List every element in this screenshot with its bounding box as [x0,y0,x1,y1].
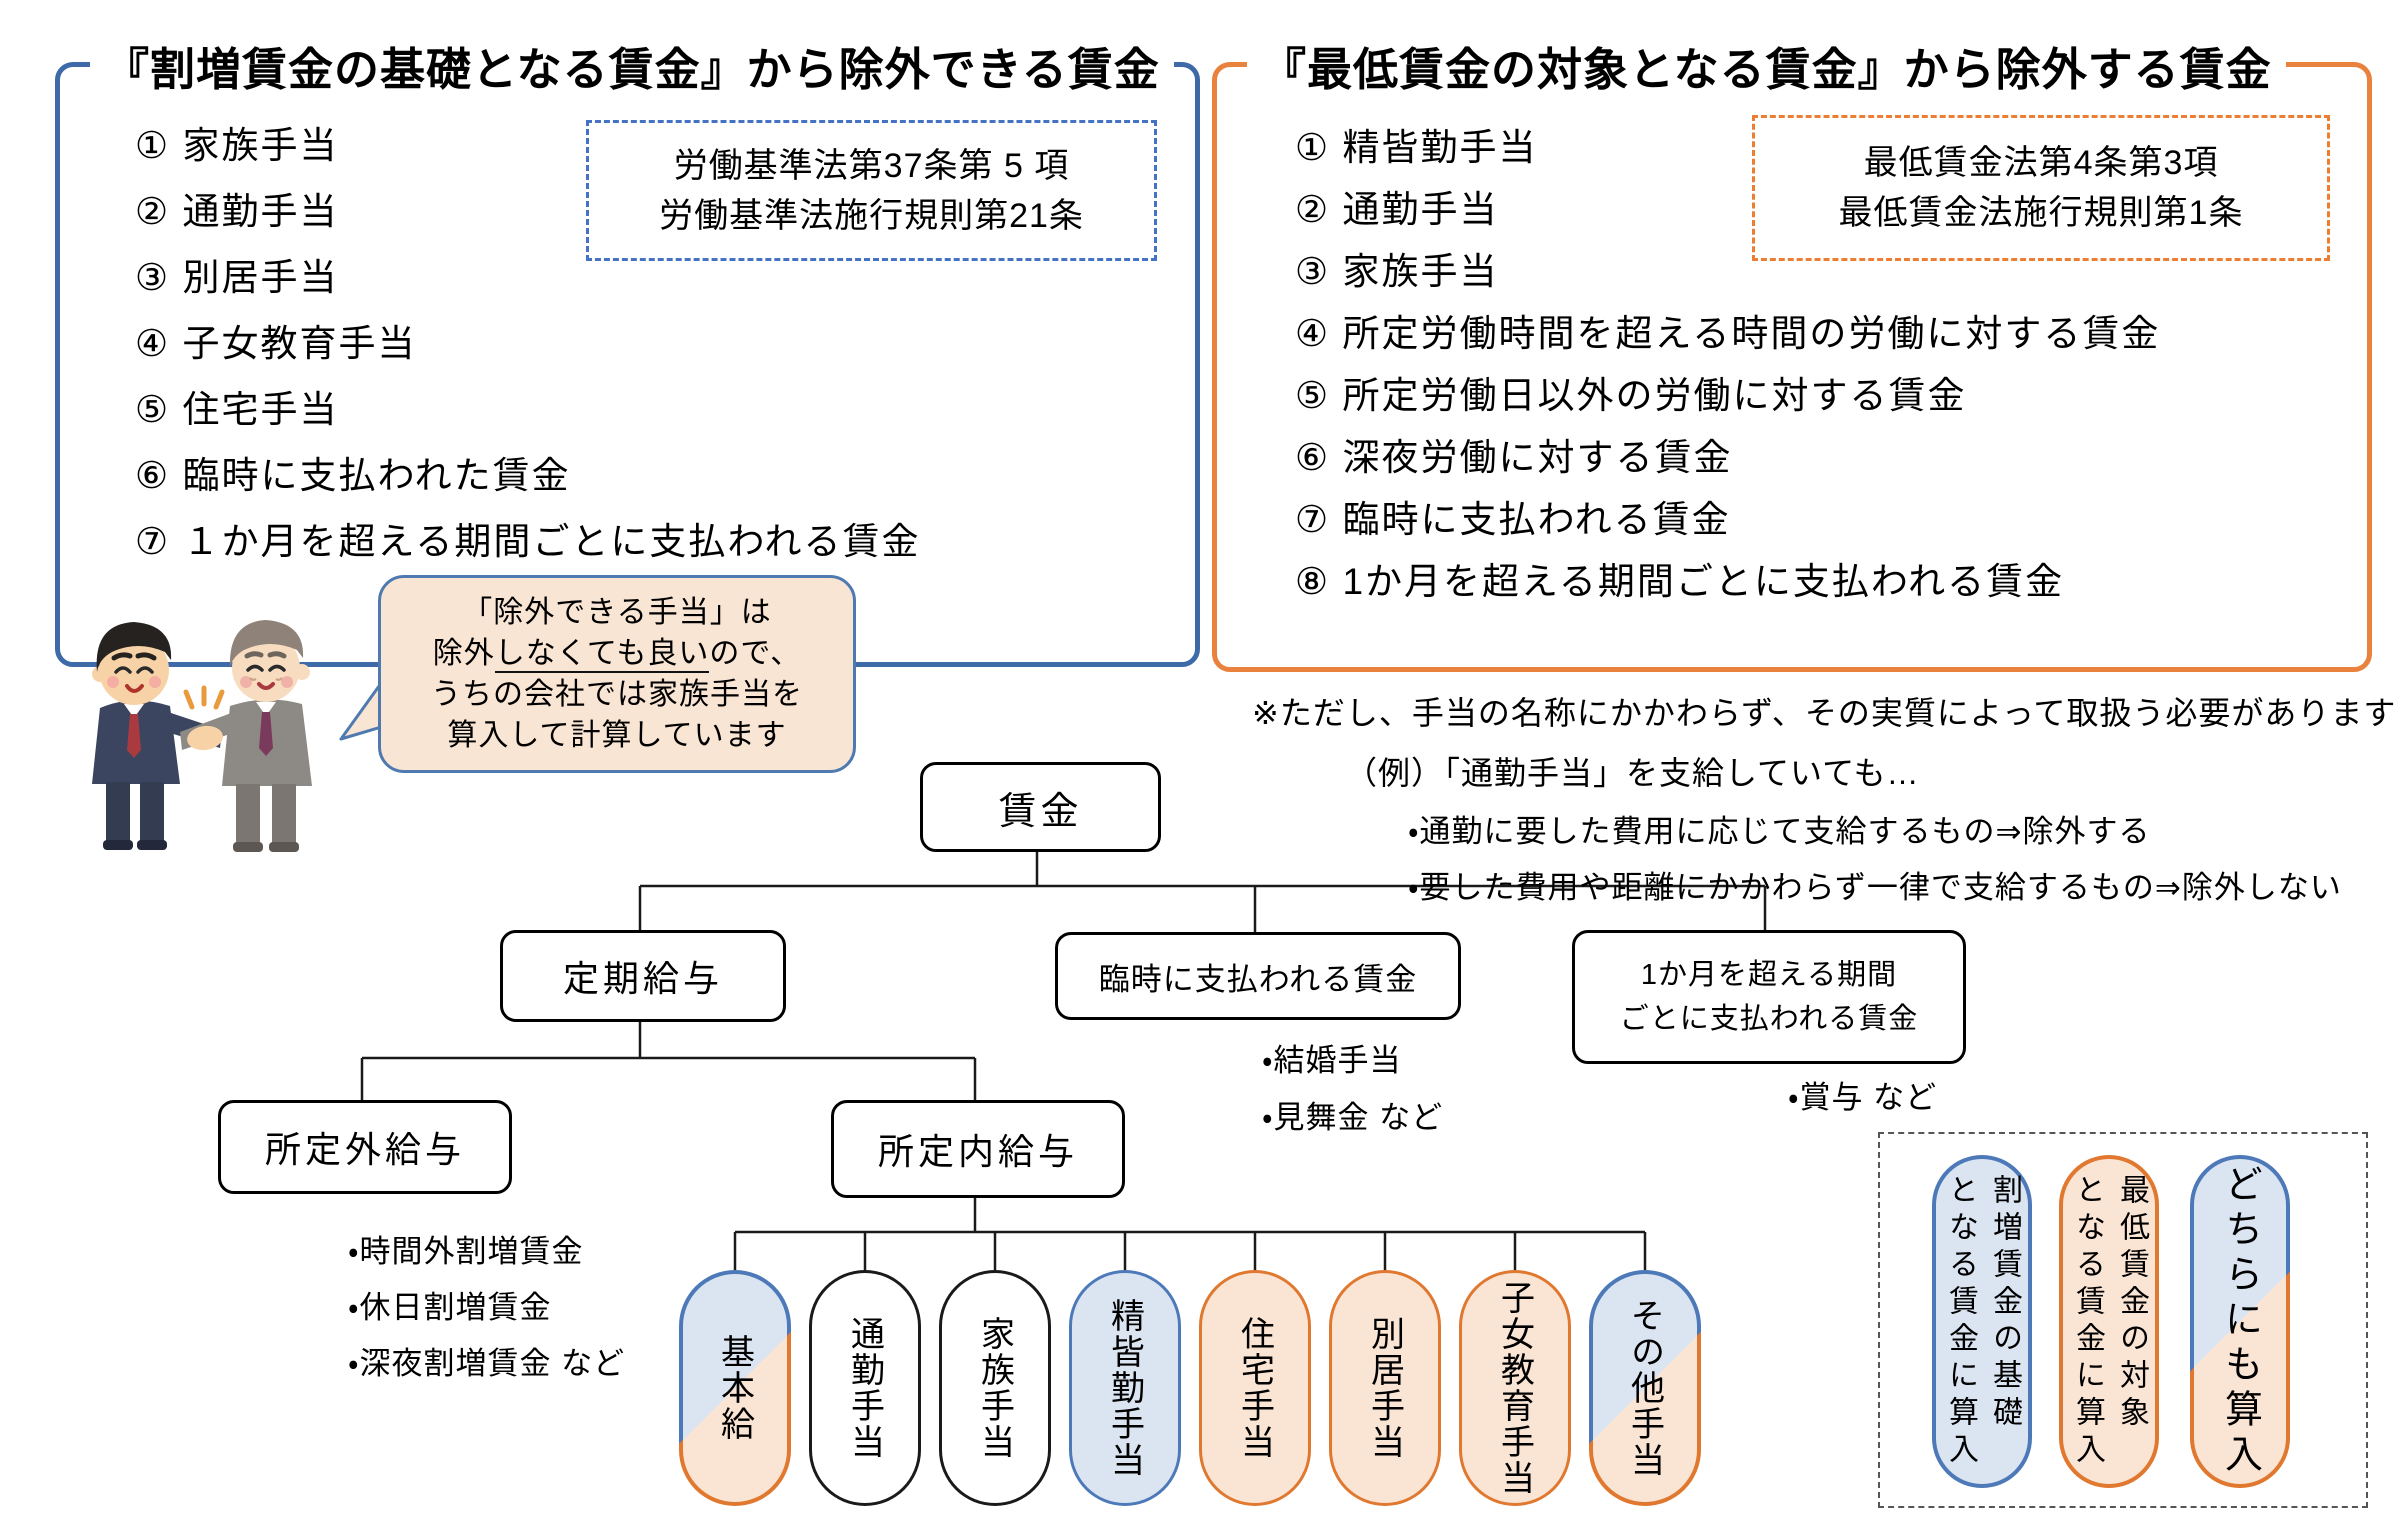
minimum-wage-law-reference-box: 最低賃金法第4条第3項 最低賃金法施行規則第1条 [1752,115,2330,261]
list-item: ⑤ 所定労働日以外の労働に対する賃金 [1295,375,1967,416]
pill-base-salary: 基本給 [679,1270,791,1506]
list-item: ⑥ 深夜労働に対する賃金 [1295,437,1733,478]
list-item: ⑦ １か月を超える期間ごとに支払われる賃金 [135,521,921,562]
law-reference-line: 労働基準法施行規則第21条 [659,196,1084,235]
list-item: ② 通勤手当 [135,191,339,232]
list-item: ④ 所定労働時間を超える時間の労働に対する賃金 [1295,313,2161,354]
example-item: ・結婚手当 [1262,1043,1402,1078]
note-example-detail: ・要した費用や距離にかかわらず一律で支給するもの⇒除外しない [1408,870,2342,905]
tree-node-non-scheduled-pay: 所定外給与 [218,1100,512,1194]
example-item: ・見舞金 など [1262,1100,1444,1135]
businessman-left [92,622,222,850]
pill-attendance-allowance: 精皆勤手当 [1069,1270,1181,1506]
list-item: ③ 家族手当 [1295,251,1499,292]
tree-node-over-one-month-pay: 1か月を超える期間 ごとに支払われる賃金 [1572,930,1966,1064]
speech-bubble: 「除外できる手当」は 除外しなくても良いので、 うちの会社では家族手当を 算入し… [378,575,856,773]
legend-minimum-wage-pill: 最低賃金の対象となる賃金に算入 [2059,1155,2159,1488]
list-item: ④ 子女教育手当 [135,323,417,364]
note-caveat-line: ※ただし、手当の名称にかかわらず、その実質によって取扱う必要があります [1252,695,2397,731]
panel-premium-title: 『割増賃金の基礎となる賃金』から除外できる賃金 [90,33,1174,98]
tree-node-regular-pay: 定期給与 [500,930,786,1022]
pill-family-allowance: 家族手当 [939,1270,1051,1506]
list-item: ③ 別居手当 [135,257,339,298]
law-reference-line: 最低賃金法第4条第3項 [1863,144,2219,182]
tree-node-temporary-pay: 臨時に支払われる賃金 [1055,932,1461,1020]
legend-premium-wage-pill: 割増賃金の基礎となる賃金に算入 [1932,1155,2032,1488]
pill-separation-allowance: 別居手当 [1329,1270,1441,1506]
note-example-detail: ・通勤に要した費用に応じて支給するもの⇒除外する [1408,814,2151,849]
pill-child-education-allowance: 子女教育手当 [1459,1270,1571,1506]
list-item: ② 通勤手当 [1295,189,1499,230]
bubble-line: 算入して計算しています [447,719,787,752]
list-item: ① 精皆勤手当 [1295,127,1538,168]
connector-line-group [360,846,1767,1274]
tree-node-wage: 賃金 [920,762,1161,852]
tree-node-scheduled-pay: 所定内給与 [831,1100,1125,1198]
panel-premium-wage-exclusions: 『割増賃金の基礎となる賃金』から除外できる賃金 ① 家族手当 ② 通勤手当 ③ … [55,33,1200,667]
legend-both-pill: どちらにも算入 [2190,1155,2290,1488]
labor-standards-law-reference-box: 労働基準法第37条第 5 項 労働基準法施行規則第21条 [586,120,1157,261]
pill-housing-allowance: 住宅手当 [1199,1270,1311,1506]
note-example-line: （例）「通勤手当」を支給していても… [1345,755,1920,791]
underlined-text: しなくても良い [494,637,710,673]
law-reference-line: 最低賃金法施行規則第1条 [1838,194,2244,232]
panel-minimum-title: 『最低賃金の対象となる賃金』から除外する賃金 [1247,33,2286,98]
bubble-line: うちの会社では家族手当を [431,678,803,711]
pill-commuting-allowance: 通勤手当 [809,1270,921,1506]
handshake-hands [183,685,225,751]
list-item: ⑦ 臨時に支払われる賃金 [1295,499,1731,540]
example-item: ・時間外割増賃金 [348,1234,584,1269]
list-item: ① 家族手当 [135,125,339,166]
list-item: ⑤ 住宅手当 [135,389,339,430]
example-item: ・賞与 など [1788,1080,1938,1115]
handshake-illustration [92,620,312,852]
list-item: ⑧ 1か月を超える期間ごとに支払われる賃金 [1295,561,2065,602]
pill-other-allowance: その他手当 [1589,1270,1701,1506]
bubble-line: 除外しなくても良いので、 [433,633,801,674]
example-item: ・休日割増賃金 [348,1290,552,1325]
list-item: ⑥ 臨時に支払われた賃金 [135,455,571,496]
bubble-line: 「除外できる手当」は [462,596,772,629]
example-item: ・深夜割増賃金 など [348,1346,626,1381]
panel-minimum-wage-exclusions: 『最低賃金の対象となる賃金』から除外する賃金 ① 精皆勤手当 ② 通勤手当 ③ … [1212,33,2372,672]
law-reference-line: 労働基準法第37条第 5 項 [673,146,1070,185]
